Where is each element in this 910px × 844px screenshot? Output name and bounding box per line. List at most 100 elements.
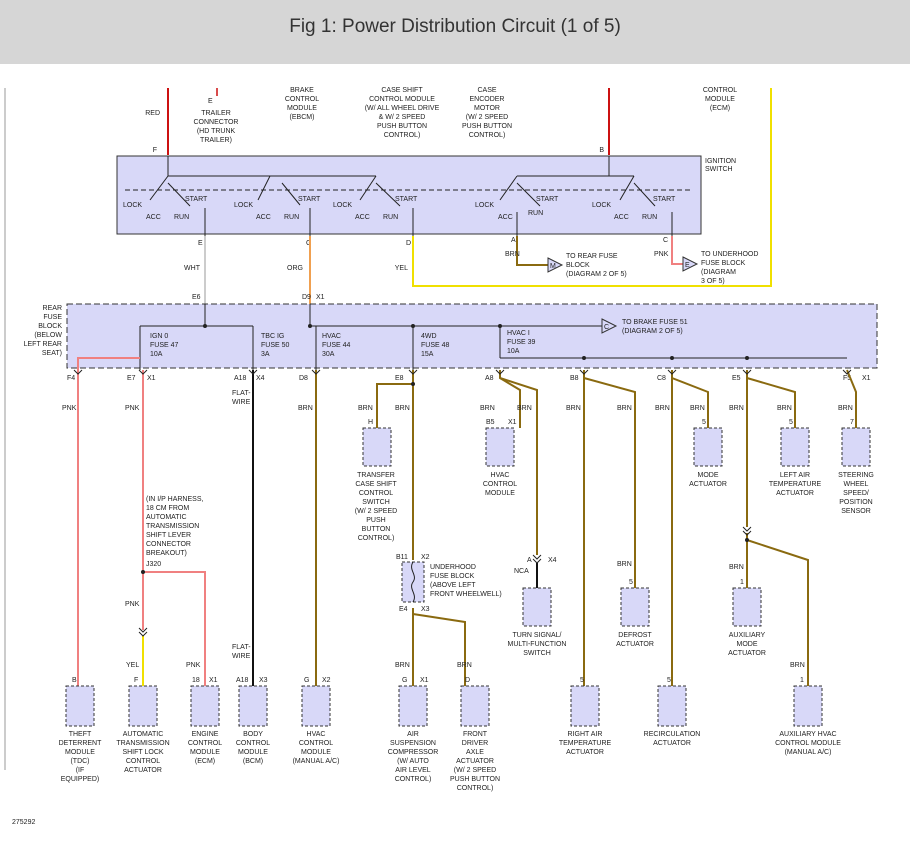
svg-text:RUN: RUN bbox=[284, 214, 299, 221]
aux-hvac-module-box bbox=[793, 685, 823, 727]
svg-text:BRN: BRN bbox=[566, 405, 581, 412]
wire-yellow bbox=[412, 88, 772, 287]
fuse-tbc-label: TBC IG FUSE 50 3A bbox=[261, 333, 290, 358]
rear-fuse-block-title: REAR FUSE BLOCK (BELOW LEFT REAR SEAT) bbox=[24, 305, 63, 357]
turn-signal-switch-label: TURN SIGNAL/ MULTI-FUNCTION SWITCH bbox=[508, 632, 567, 657]
svg-text:CONTROL): CONTROL) bbox=[358, 535, 395, 542]
svg-text:(HD TRUNK: (HD TRUNK bbox=[197, 128, 236, 135]
svg-text:(ECM): (ECM) bbox=[195, 758, 215, 765]
label-brn-rear: BRN bbox=[505, 251, 520, 258]
turn-pin-x4: X4 bbox=[548, 557, 557, 564]
svg-text:AUTOMATIC: AUTOMATIC bbox=[123, 731, 164, 738]
encoder-motor-label: CASE ENCODER MOTOR (W/ 2 SPEED PUSH BUTT… bbox=[462, 87, 512, 139]
steering-sensor-label: STEERING WHEEL SPEED/ POSITION SENSOR bbox=[838, 472, 874, 515]
svg-text:CONTROL: CONTROL bbox=[285, 96, 319, 103]
svg-text:TEMPERATURE: TEMPERATURE bbox=[559, 740, 612, 747]
figure-id: 275292 bbox=[12, 819, 35, 826]
svg-text:CASE SHIFT: CASE SHIFT bbox=[355, 481, 397, 488]
svg-text:HVAC: HVAC bbox=[491, 472, 510, 479]
aux-hvac-module-label: AUXILIARY HVAC CONTROL MODULE (MANUAL A/… bbox=[775, 731, 841, 756]
svg-text:IGN 0: IGN 0 bbox=[150, 333, 168, 340]
svg-text:(ABOVE LEFT: (ABOVE LEFT bbox=[430, 582, 476, 589]
svg-text:MOTOR: MOTOR bbox=[474, 105, 500, 112]
svg-text:BRN: BRN bbox=[617, 405, 632, 412]
svg-text:FRONT: FRONT bbox=[463, 731, 488, 738]
svg-text:MODULE: MODULE bbox=[190, 749, 220, 756]
svg-text:SEAT): SEAT) bbox=[42, 350, 62, 357]
branch-dots bbox=[141, 382, 749, 574]
wire-color-labels: PNK PNK FLAT- WIRE BRN BRN BRN BRN BRN B… bbox=[62, 390, 853, 669]
svg-text:E5: E5 bbox=[732, 375, 741, 382]
svg-text:B8: B8 bbox=[570, 375, 579, 382]
bcm-pin-a18: A18 bbox=[236, 677, 249, 684]
svg-text:RUN: RUN bbox=[174, 214, 189, 221]
svg-text:D8: D8 bbox=[299, 375, 308, 382]
svg-text:PUSH BUTTON: PUSH BUTTON bbox=[450, 776, 500, 783]
svg-text:TO BRAKE FUSE 51: TO BRAKE FUSE 51 bbox=[622, 319, 688, 326]
svg-text:START: START bbox=[185, 196, 208, 203]
svg-text:BODY: BODY bbox=[243, 731, 263, 738]
svg-text:BLOCK: BLOCK bbox=[38, 323, 62, 330]
svg-text:BRN: BRN bbox=[790, 662, 805, 669]
right-air-temp-actuator-label: RIGHT AIR TEMPERATURE ACTUATOR bbox=[559, 731, 612, 756]
svg-text:PUSH: PUSH bbox=[366, 517, 385, 524]
svg-text:START: START bbox=[536, 196, 559, 203]
svg-text:MODULE: MODULE bbox=[301, 749, 331, 756]
arrow-rear-fuse bbox=[547, 257, 564, 273]
svg-text:TRAILER): TRAILER) bbox=[200, 137, 232, 144]
transfer-pin-h: H bbox=[368, 419, 373, 426]
uh-pin-x3: X3 bbox=[421, 606, 430, 613]
front-driver-axle-actuator-box bbox=[460, 685, 490, 727]
svg-text:4WD: 4WD bbox=[421, 333, 437, 340]
svg-text:(W/ 2 SPEED: (W/ 2 SPEED bbox=[355, 508, 397, 515]
svg-text:F4: F4 bbox=[67, 375, 75, 382]
svg-text:COMPRESSOR: COMPRESSOR bbox=[388, 749, 439, 756]
svg-text:MODULE: MODULE bbox=[705, 96, 735, 103]
svg-text:J320: J320 bbox=[146, 561, 161, 568]
hvac-man-pin-g: G bbox=[304, 677, 309, 684]
fuse-hvac1-label: HVAC I FUSE 39 10A bbox=[507, 330, 536, 355]
svg-text:(IN I/P HARNESS,: (IN I/P HARNESS, bbox=[146, 496, 203, 503]
svg-text:ACC: ACC bbox=[614, 214, 629, 221]
arrow-m-label: M bbox=[550, 263, 556, 270]
svg-text:BRN: BRN bbox=[838, 405, 853, 412]
hvac-pin-b5: B5 bbox=[486, 419, 495, 426]
ignition-switch-contacts bbox=[125, 156, 690, 236]
trailer-connector-label: TRAILER CONNECTOR (HD TRUNK TRAILER) bbox=[194, 110, 239, 144]
svg-text:FUSE BLOCK: FUSE BLOCK bbox=[430, 573, 475, 580]
underhood-fuse-symbol bbox=[411, 561, 415, 603]
transfer-case-module-label: CASE SHIFT CONTROL MODULE (W/ ALL WHEEL … bbox=[365, 87, 440, 139]
lat-pin: 5 bbox=[789, 419, 793, 426]
svg-text:LEFT REAR: LEFT REAR bbox=[24, 341, 62, 348]
transfer-case-switch-label: TRANSFER CASE SHIFT CONTROL SWITCH (W/ 2… bbox=[355, 472, 398, 542]
ip-harness-note: (IN I/P HARNESS, 18 CM FROM AUTOMATIC TR… bbox=[146, 496, 203, 568]
bcm-pin-x3: X3 bbox=[259, 677, 268, 684]
svg-text:STEERING: STEERING bbox=[838, 472, 874, 479]
svg-text:10A: 10A bbox=[507, 348, 520, 355]
svg-text:LOCK: LOCK bbox=[333, 202, 352, 209]
fuse-junction-dots bbox=[203, 324, 749, 360]
svg-text:CASE SHIFT: CASE SHIFT bbox=[381, 87, 423, 94]
svg-text:REAR: REAR bbox=[43, 305, 62, 312]
svg-text:LOCK: LOCK bbox=[123, 202, 142, 209]
arrow-uh-fuse bbox=[682, 256, 699, 272]
svg-text:(DIAGRAM: (DIAGRAM bbox=[701, 269, 736, 276]
svg-text:BRN: BRN bbox=[480, 405, 495, 412]
aux-mode-pin: 1 bbox=[740, 579, 744, 586]
left-air-temp-actuator-box bbox=[780, 427, 810, 467]
to-underhood-fuse-label: TO UNDERHOOD FUSE BLOCK (DIAGRAM 3 OF 5) bbox=[701, 251, 758, 285]
svg-text:SHIFT LEVER: SHIFT LEVER bbox=[146, 532, 191, 539]
svg-text:E7: E7 bbox=[127, 375, 136, 382]
svg-text:DEFROST: DEFROST bbox=[618, 632, 652, 639]
svg-text:CONTROL: CONTROL bbox=[483, 481, 517, 488]
svg-text:IGNITION: IGNITION bbox=[705, 158, 736, 165]
svg-text:(W/ AUTO: (W/ AUTO bbox=[397, 758, 429, 765]
svg-text:BLOCK: BLOCK bbox=[566, 262, 590, 269]
svg-text:CONTROL: CONTROL bbox=[299, 740, 333, 747]
svg-text:C8: C8 bbox=[657, 375, 666, 382]
svg-text:LOCK: LOCK bbox=[475, 202, 494, 209]
svg-text:FUSE BLOCK: FUSE BLOCK bbox=[701, 260, 746, 267]
theft-deterrent-module-label: THEFT DETERRENT MODULE (TDC) (IF EQUIPPE… bbox=[59, 731, 103, 783]
svg-text:(IF: (IF bbox=[76, 767, 85, 774]
svg-text:(TDC): (TDC) bbox=[70, 758, 89, 765]
